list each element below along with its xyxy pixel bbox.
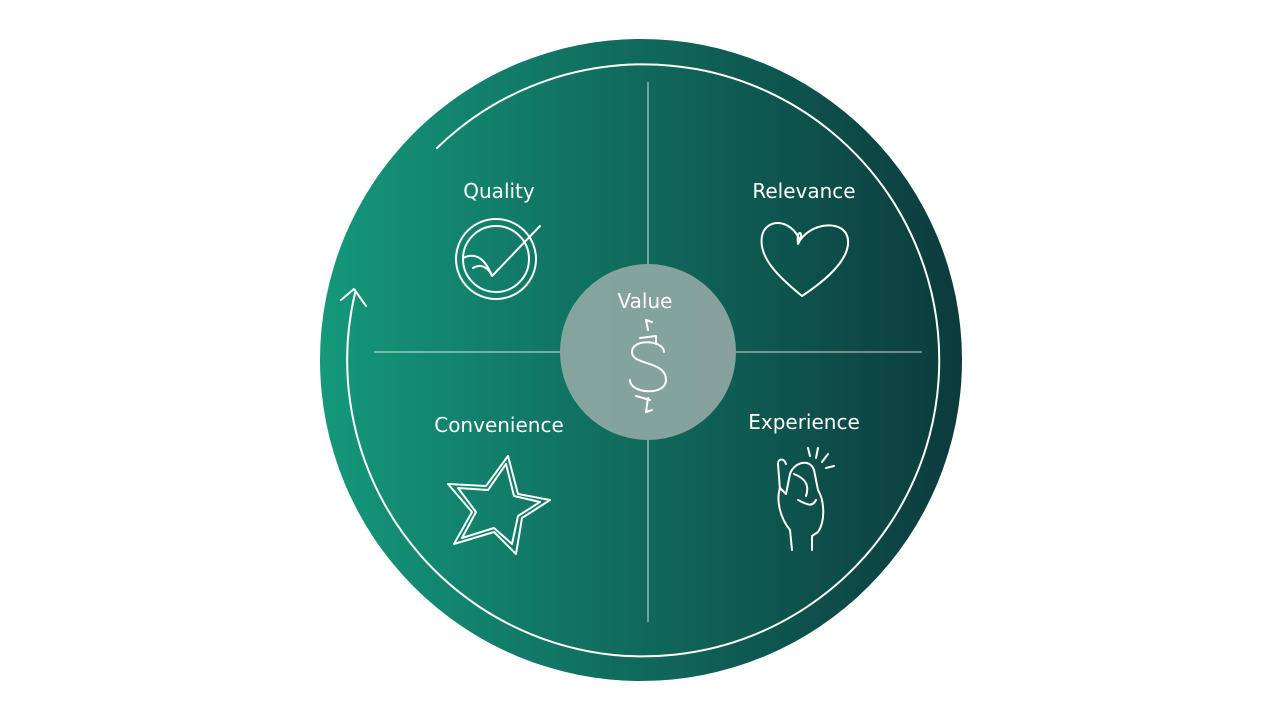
check-circle-icon bbox=[455, 218, 541, 300]
quadrant-label-convenience: Convenience bbox=[434, 413, 564, 437]
star-icon bbox=[447, 455, 551, 555]
quadrant-label-quality: Quality bbox=[463, 179, 535, 203]
arrowhead-icon bbox=[340, 288, 367, 307]
cycle-ring-arrow bbox=[346, 63, 941, 658]
quadrant-label-experience: Experience bbox=[748, 410, 860, 434]
quadrant-label-relevance: Relevance bbox=[752, 179, 855, 203]
heart-icon bbox=[760, 222, 850, 297]
center-circle bbox=[560, 264, 736, 440]
center-label: Value bbox=[618, 289, 673, 313]
hand-snap-icon bbox=[777, 447, 835, 551]
dollar-sign-icon bbox=[629, 319, 667, 413]
